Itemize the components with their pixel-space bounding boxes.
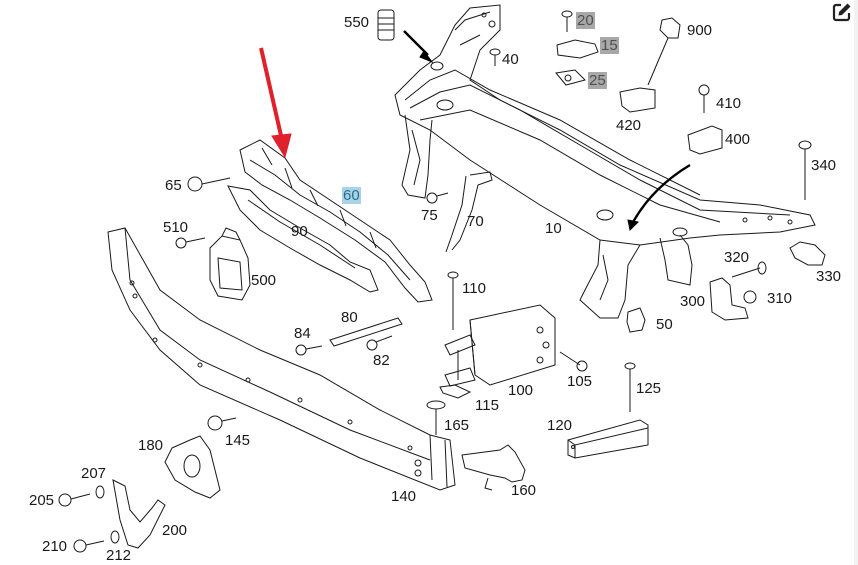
bolt-part-65 xyxy=(187,176,231,192)
leader-arrows xyxy=(403,30,691,232)
callout-75: 75 xyxy=(421,207,438,224)
strip-part-90 xyxy=(227,185,379,293)
callout-400: 400 xyxy=(725,131,751,148)
bracket-part-300 xyxy=(709,277,749,321)
bumper-beam-part-140 xyxy=(107,227,456,491)
callout-145: 145 xyxy=(225,432,251,449)
callout-550: 550 xyxy=(344,14,370,31)
bolt-part-205 xyxy=(58,493,91,507)
bolt-part-510 xyxy=(175,237,206,249)
edit-button[interactable] xyxy=(832,2,852,22)
callout-65: 65 xyxy=(165,177,182,194)
front-end-carrier-part-10 xyxy=(394,4,816,319)
callout-205: 205 xyxy=(29,492,55,509)
callout-180: 180 xyxy=(138,437,164,454)
washer-part-212 xyxy=(110,530,120,544)
callout-60: 60 xyxy=(342,187,361,204)
bracket-part-500 xyxy=(209,227,251,301)
callout-120: 120 xyxy=(547,417,573,434)
callout-80: 80 xyxy=(341,309,358,326)
nut-part-310 xyxy=(743,290,757,304)
callout-420: 420 xyxy=(616,117,642,134)
bolt-part-210 xyxy=(73,539,105,553)
shield-part-180 xyxy=(164,435,221,499)
callout-15: 15 xyxy=(600,37,619,54)
callout-110: 110 xyxy=(462,280,486,297)
callout-105: 105 xyxy=(567,373,593,390)
lock-part-420 xyxy=(619,87,656,113)
bolt-part-165 xyxy=(426,400,446,435)
red-highlight-arrow xyxy=(259,47,292,159)
callout-20: 20 xyxy=(576,12,595,29)
plug-part-550 xyxy=(377,9,395,41)
callout-320: 320 xyxy=(724,249,750,266)
callout-212: 212 xyxy=(106,547,132,564)
bolt-part-110 xyxy=(447,271,459,330)
callout-50: 50 xyxy=(656,316,673,333)
callout-115: 115 xyxy=(475,397,499,414)
callout-207: 207 xyxy=(81,465,107,482)
callout-10: 10 xyxy=(545,220,562,237)
callout-510: 510 xyxy=(163,219,189,236)
callout-410: 410 xyxy=(716,95,742,112)
bolt-part-340 xyxy=(798,140,812,200)
bolt-part-125 xyxy=(624,362,636,412)
callout-300: 300 xyxy=(680,293,706,310)
scrollbar-track xyxy=(854,0,858,565)
callout-165: 165 xyxy=(444,417,470,434)
leader-arrow-10 xyxy=(630,163,691,225)
callout-310: 310 xyxy=(767,290,793,307)
fasteners xyxy=(58,9,812,553)
bolt-part-410 xyxy=(698,84,710,113)
callout-40: 40 xyxy=(502,51,519,68)
callout-200: 200 xyxy=(162,522,188,539)
callout-340: 340 xyxy=(811,157,837,174)
callout-330: 330 xyxy=(816,268,842,285)
callout-125: 125 xyxy=(636,380,662,397)
bolt-part-82 xyxy=(366,335,393,351)
callout-160: 160 xyxy=(511,482,537,499)
plate-part-115 xyxy=(439,384,472,399)
washer-part-25 xyxy=(555,69,586,86)
beam-part-120 xyxy=(567,419,649,459)
callout-82: 82 xyxy=(373,352,390,369)
connector-part-900 xyxy=(647,17,681,86)
bolt-part-40 xyxy=(489,48,501,66)
washer-part-207 xyxy=(95,485,105,499)
bolt-part-105 xyxy=(559,351,588,372)
clip-part-50 xyxy=(626,307,646,333)
edit-square-pencil-icon xyxy=(832,3,851,22)
bolt-part-320 xyxy=(731,261,767,278)
callout-500: 500 xyxy=(251,272,277,289)
callout-140: 140 xyxy=(391,488,417,505)
clip-part-330 xyxy=(789,241,826,266)
pin-part-80 xyxy=(329,317,403,347)
callout-70: 70 xyxy=(467,213,484,230)
callout-210: 210 xyxy=(42,538,68,555)
latch-part-400 xyxy=(687,125,723,155)
callout-900: 900 xyxy=(687,22,713,39)
callout-90: 90 xyxy=(291,223,308,240)
bolt-part-75 xyxy=(426,192,449,204)
callout-100: 100 xyxy=(508,382,534,399)
nut-plate-part-15 xyxy=(556,39,599,59)
rod-part-70 xyxy=(445,171,493,253)
bolt-part-20 xyxy=(561,10,573,32)
bolt-part-84 xyxy=(295,344,323,356)
bracket-part-160 xyxy=(461,444,526,491)
callout-84: 84 xyxy=(294,325,311,342)
box-part-100 xyxy=(444,304,556,387)
bolt-part-145 xyxy=(207,415,237,431)
bracket-part-200 xyxy=(112,479,166,549)
upper-bracket-part-60 xyxy=(239,139,433,303)
callout-25: 25 xyxy=(588,72,607,89)
